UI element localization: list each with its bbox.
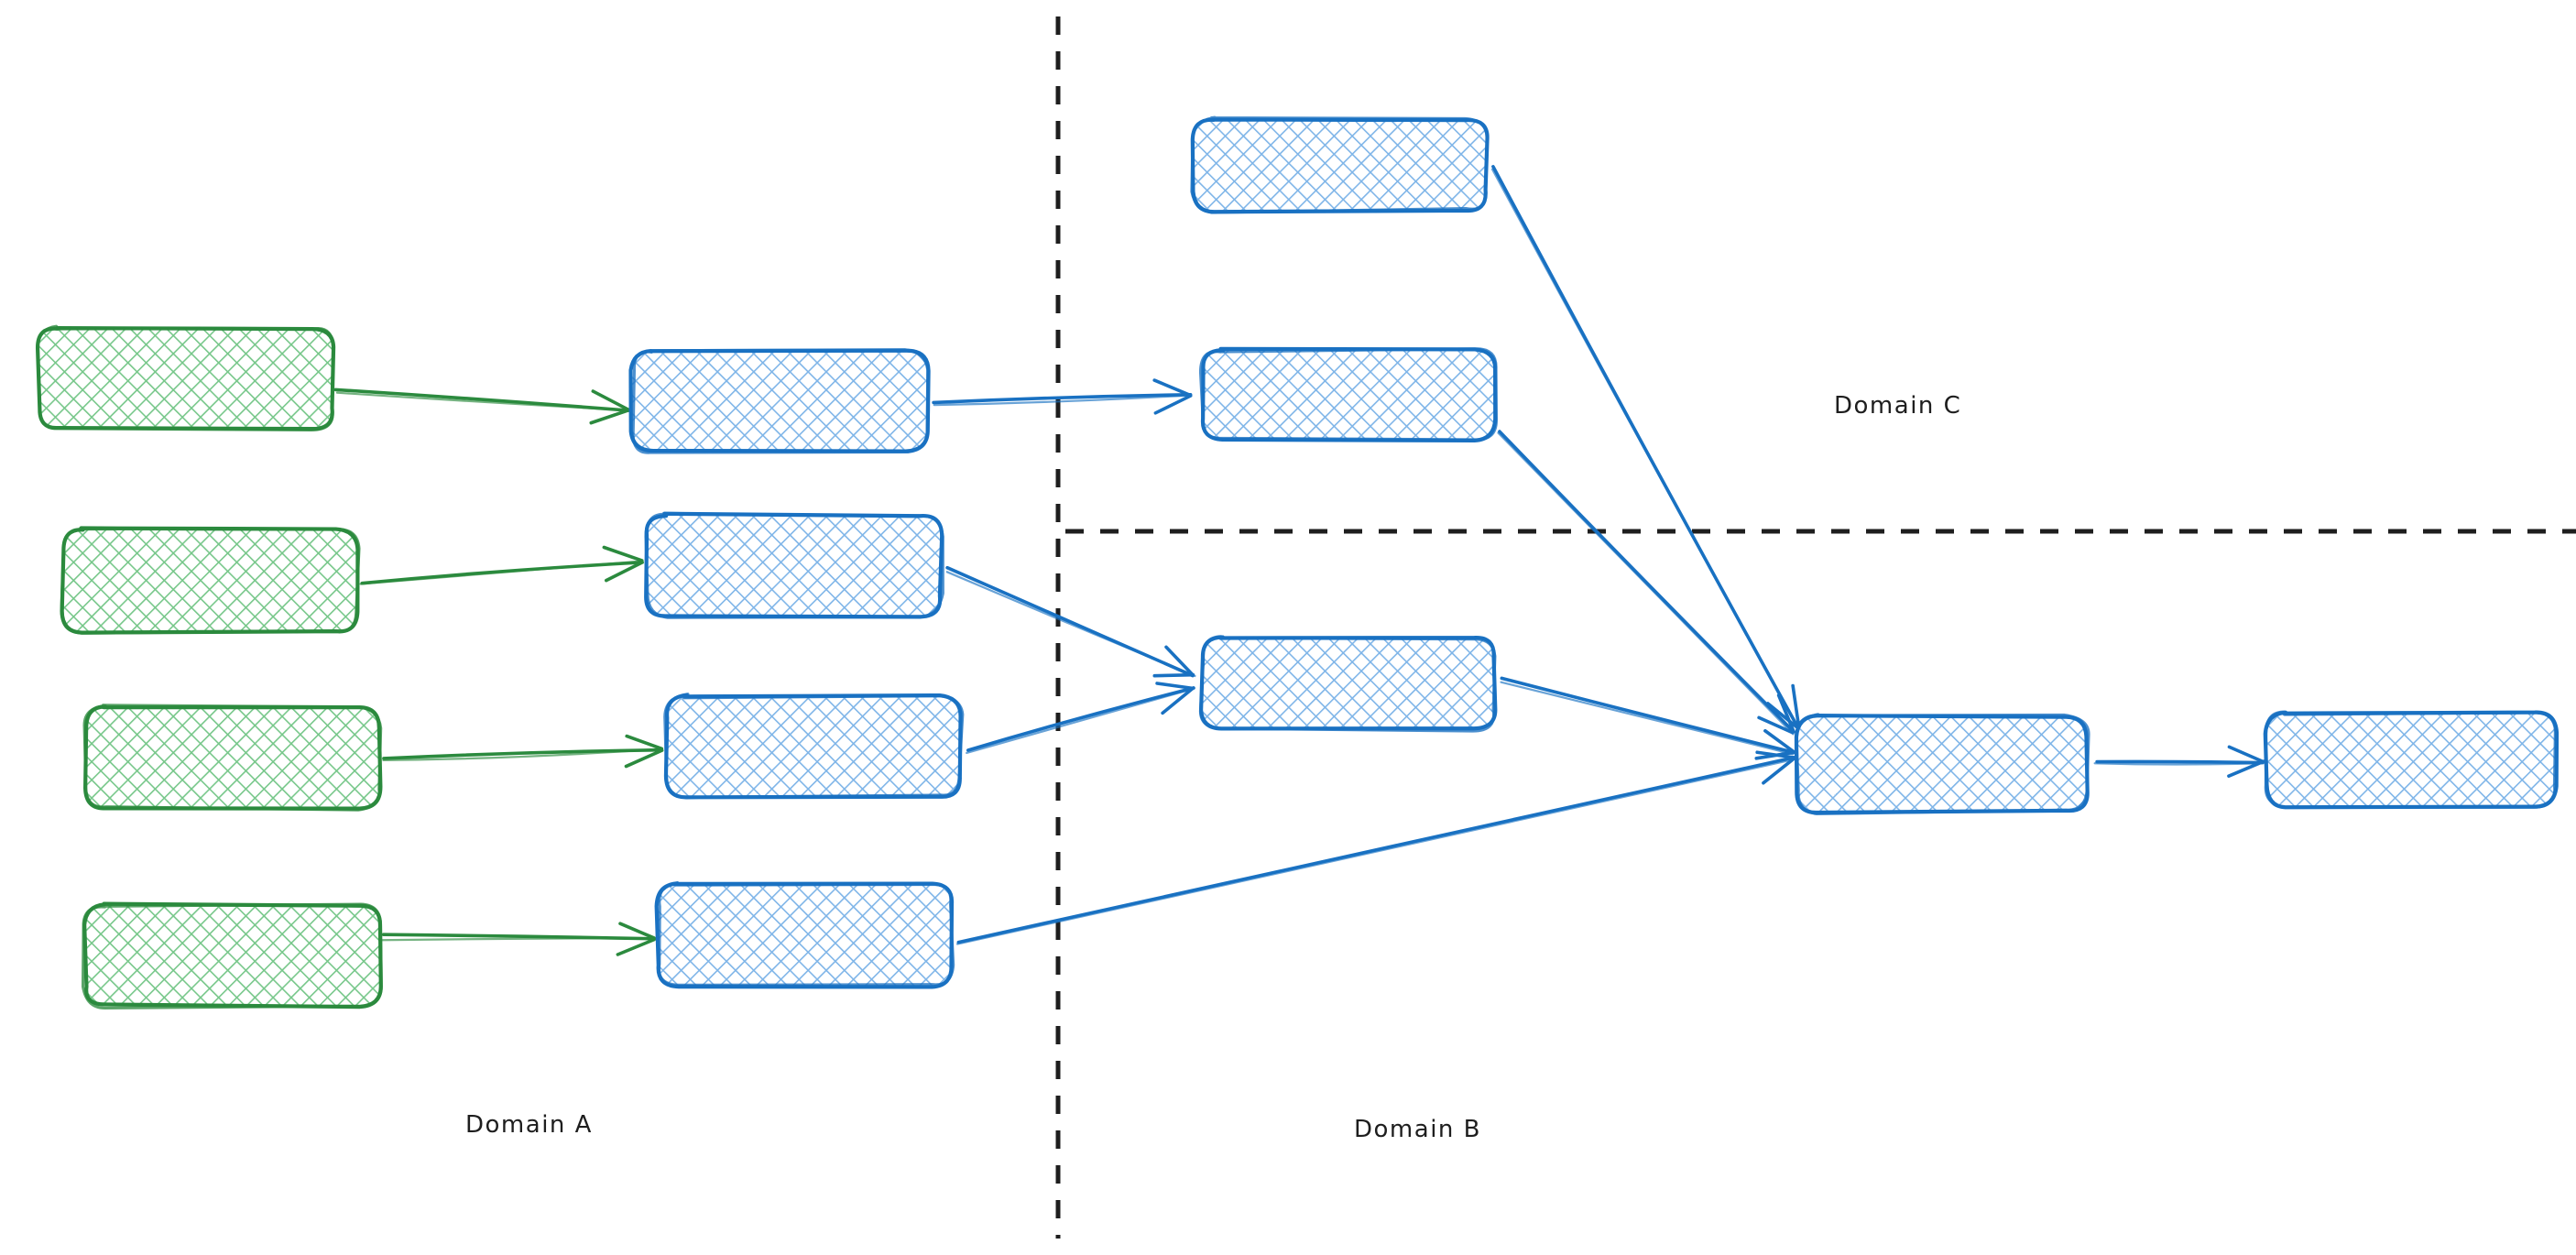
node-a-stage-3[interactable] [662, 693, 965, 801]
edge-edge-a4 [380, 922, 657, 956]
edge-arrowhead-lower [1152, 378, 1192, 398]
domain-label-c: Domain C [1834, 392, 1962, 420]
edge-arrowhead-lower [625, 734, 664, 751]
node-layer [35, 115, 2560, 1009]
node-c-node-1[interactable] [1794, 713, 2090, 816]
node-outline [81, 902, 383, 1009]
edge-arrowhead-lower [1763, 728, 1796, 755]
edge-arrowhead-lower [1776, 693, 1796, 734]
node-fill-hatch-b [38, 327, 334, 430]
edge-arrowhead-lower [1155, 682, 1195, 691]
edge-line [966, 686, 1195, 752]
node-fill-hatch-b [646, 514, 941, 617]
edge-line [1500, 676, 1796, 755]
edge-line [335, 391, 628, 411]
node-fill-hatch-b [1202, 350, 1496, 442]
domain-label-a: Domain A [465, 1111, 593, 1139]
edge-line [932, 393, 1193, 405]
edge-line [945, 571, 1196, 678]
edge-line [1497, 431, 1795, 736]
edge-arrowhead-lower [1164, 645, 1195, 677]
edge-arrowhead-upper [1152, 672, 1195, 678]
edge-arrowhead-lower [602, 545, 644, 562]
node-outline [60, 527, 361, 635]
node-outline [82, 704, 383, 812]
node-a-stage-1[interactable] [628, 347, 931, 455]
edge-edge-c2 [1497, 430, 1796, 736]
node-a-source-2[interactable] [59, 526, 361, 636]
edge-line [955, 758, 1796, 945]
edge-layer [333, 165, 2265, 956]
edge-line [1490, 168, 1799, 728]
node-fill-hatch-b [1201, 636, 1496, 731]
edge-arrowhead-lower [2227, 745, 2264, 763]
edge-arrowhead-upper [1754, 750, 1795, 760]
node-b-node-3[interactable] [1198, 634, 1499, 733]
node-outline [657, 880, 955, 987]
edge-edge-b3 [966, 682, 1195, 755]
edge-line [380, 937, 655, 942]
node-fill-hatch-b [84, 903, 380, 1007]
node-outline [644, 511, 944, 619]
edge-arrowhead-upper [1161, 686, 1195, 715]
edge-edge-b2 [945, 565, 1196, 678]
node-outline [663, 693, 965, 799]
node-outline [2264, 710, 2557, 809]
divider-layer [1055, 16, 2576, 1239]
edge-edge-c4 [2093, 745, 2265, 778]
node-outline [1198, 635, 1497, 733]
edge-line [382, 748, 663, 761]
node-outline [1198, 347, 1499, 442]
edge-arrowhead-upper [1762, 758, 1796, 785]
node-fill-hatch-b [1796, 715, 2087, 813]
edge-line [359, 560, 643, 585]
node-fill-hatch-b [84, 705, 381, 809]
edge-line [2093, 762, 2265, 766]
node-outline [36, 324, 334, 432]
edge-arrowhead-upper [624, 748, 664, 769]
node-a-stage-4[interactable] [654, 880, 956, 989]
edge-edge-a1 [333, 387, 631, 425]
node-fill-hatch-b [1192, 119, 1489, 211]
node-fill-hatch-b [658, 884, 953, 987]
edge-arrowhead-upper [616, 937, 656, 956]
edge-arrowhead-upper [1757, 715, 1795, 735]
node-fill-hatch-b [665, 694, 962, 798]
node-b-node-1[interactable] [1190, 115, 1490, 214]
edge-line [933, 394, 1192, 407]
edge-line [966, 687, 1195, 755]
edge-arrowhead-lower [618, 922, 656, 940]
domain-label-b: Domain B [1354, 1116, 1481, 1143]
edge-line [1500, 681, 1795, 756]
edge-arrowhead-upper [2227, 759, 2265, 778]
edge-edge-b1 [932, 378, 1193, 415]
node-a-source-4[interactable] [81, 901, 384, 1009]
node-b-node-2[interactable] [1198, 346, 1499, 443]
node-fill-hatch-b [2265, 712, 2558, 807]
edge-arrowhead-upper [604, 561, 644, 583]
node-fill-hatch-b [61, 529, 358, 632]
node-c-node-2[interactable] [2263, 709, 2560, 810]
node-outline [1795, 713, 2090, 816]
node-outline [1190, 115, 1489, 214]
node-a-source-1[interactable] [35, 324, 337, 432]
edge-arrowhead-lower [591, 389, 631, 412]
node-a-stage-2[interactable] [642, 511, 944, 619]
edge-edge-a2 [359, 545, 644, 585]
edge-arrowhead-lower [1791, 683, 1801, 727]
node-fill-hatch-b [631, 351, 928, 453]
edge-line [956, 756, 1796, 944]
node-outline [631, 348, 930, 454]
edge-edge-c3 [1500, 676, 1796, 760]
edge-edge-c1 [1490, 165, 1801, 729]
edge-arrowhead-upper [589, 409, 630, 425]
edge-arrowhead-upper [1153, 394, 1193, 415]
node-a-source-3[interactable] [82, 704, 384, 812]
edge-line [1498, 430, 1796, 734]
edge-edge-a3 [382, 734, 664, 769]
edge-edge-b4 [955, 750, 1796, 945]
edge-line [2095, 759, 2265, 765]
